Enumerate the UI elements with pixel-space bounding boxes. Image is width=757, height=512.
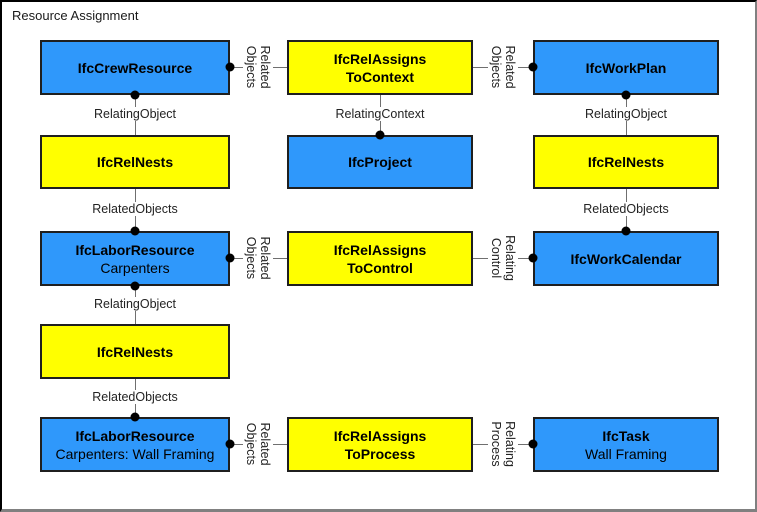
node-subtitle: Carpenters: Wall Framing [55, 445, 215, 462]
node-ifc-labor-resource-wall-framing: IfcLaborResource Carpenters: Wall Framin… [40, 417, 230, 472]
node-title: IfcLaborResource [75, 241, 195, 258]
edge-label-relating-object-2: RelatingObject [582, 107, 670, 121]
node-title: IfcRelNests [587, 154, 665, 170]
node-ifc-rel-nests-right: IfcRelNests [533, 135, 719, 189]
node-ifc-rel-nests-left: IfcRelNests [40, 135, 230, 189]
node-ifc-crew-resource: IfcCrewResource [40, 40, 230, 95]
node-title: IfcCrewResource [77, 59, 193, 76]
edge-label-relating-control-vertical: Relating Control [488, 232, 518, 284]
node-title: IfcWorkCalendar [570, 250, 682, 267]
connection-dot [621, 226, 631, 236]
edge-label-related-objects-vertical-2: Related Objects [488, 41, 518, 93]
node-ifc-labor-resource-carpenters: IfcLaborResource Carpenters [40, 231, 230, 286]
node-ifc-work-calendar: IfcWorkCalendar [533, 231, 719, 286]
node-ifc-rel-assigns-to-context: IfcRelAssigns ToContext [287, 40, 473, 95]
node-title: IfcRelAssigns [333, 427, 427, 444]
connection-dot [375, 130, 385, 140]
node-title-line2: ToControl [347, 259, 413, 276]
node-ifc-project: IfcProject [287, 135, 473, 189]
node-title: IfcWorkPlan [585, 59, 667, 76]
node-title: IfcTask [602, 427, 650, 444]
node-title: IfcRelAssigns [333, 50, 427, 67]
connection-dot [225, 62, 235, 72]
connection-dot [130, 281, 140, 291]
node-ifc-rel-nests-bottom: IfcRelNests [40, 324, 230, 379]
connection-dot [130, 226, 140, 236]
node-title-line2: ToProcess [344, 445, 416, 462]
connection-dot [225, 439, 235, 449]
edge-label-related-objects-1: RelatedObjects [89, 202, 181, 216]
connection-dot [225, 253, 235, 263]
edge-label-related-objects-3: RelatedObjects [89, 390, 181, 404]
edge-label-relating-process-vertical: Relating Process [488, 418, 518, 470]
node-title: IfcProject [348, 154, 412, 170]
connection-dot [528, 439, 538, 449]
node-subtitle: Carpenters [100, 259, 170, 276]
diagram-title: Resource Assignment [12, 8, 139, 23]
edge-label-related-objects-vertical-4: Related Objects [243, 418, 273, 470]
edge-label-related-objects-2: RelatedObjects [580, 202, 672, 216]
edge-label-related-objects-vertical-3: Related Objects [243, 232, 273, 284]
node-ifc-rel-assigns-to-process: IfcRelAssigns ToProcess [287, 417, 473, 472]
connection-dot [621, 90, 631, 100]
edge-label-relating-object-1: RelatingObject [91, 107, 179, 121]
connection-dot [130, 412, 140, 422]
node-ifc-task-wall-framing: IfcTask Wall Framing [533, 417, 719, 472]
node-title: IfcRelNests [96, 154, 174, 170]
connection-dot [528, 253, 538, 263]
node-subtitle: Wall Framing [585, 445, 667, 462]
node-title: IfcLaborResource [75, 427, 195, 444]
edge-label-relating-context: RelatingContext [332, 107, 428, 121]
edge-label-related-objects-vertical-1: Related Objects [243, 41, 273, 93]
node-title-line2: ToContext [345, 68, 415, 85]
connection-dot [528, 62, 538, 72]
node-title: IfcRelAssigns [333, 241, 427, 258]
connection-dot [130, 90, 140, 100]
node-ifc-rel-assigns-to-control: IfcRelAssigns ToControl [287, 231, 473, 286]
node-title: IfcRelNests [96, 343, 174, 360]
edge-label-relating-object-3: RelatingObject [91, 297, 179, 311]
node-ifc-work-plan: IfcWorkPlan [533, 40, 719, 95]
